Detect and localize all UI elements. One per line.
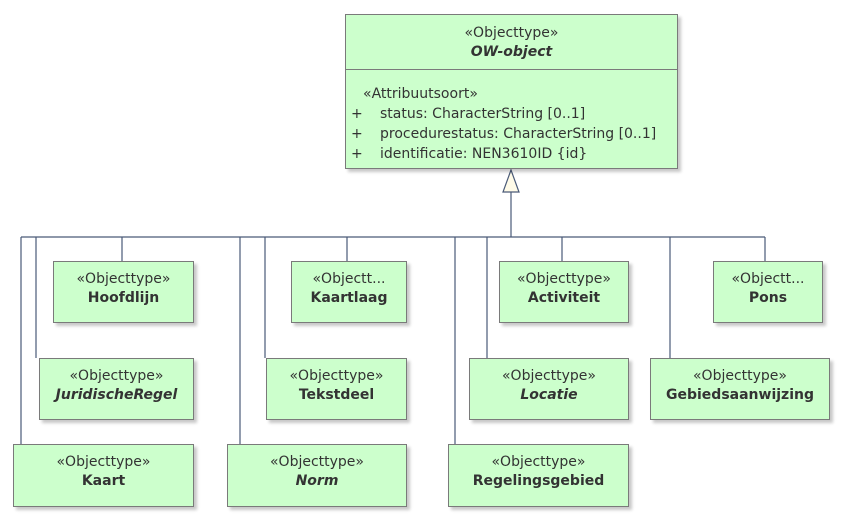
stereotype-label: «Objecttype» bbox=[464, 25, 559, 41]
stereotype-label: «Objecttype» bbox=[501, 368, 596, 384]
class-name: JuridischeRegel bbox=[55, 387, 178, 403]
stereotype-label: «Objectt... bbox=[731, 271, 805, 287]
class-tekstdeel[interactable]: «Objecttype» Tekstdeel bbox=[266, 358, 407, 420]
class-name: Kaartlaag bbox=[310, 290, 388, 306]
stereotype-label: «Objecttype» bbox=[69, 368, 164, 384]
class-ow-object[interactable]: «Objecttype» OW-object «Attribuutsoort» … bbox=[345, 14, 678, 169]
class-regelingsgebied[interactable]: «Objecttype» Regelingsgebied bbox=[448, 444, 629, 507]
stereotype-label: «Objecttype» bbox=[491, 454, 586, 470]
attribute-text: status: CharacterString [0..1] bbox=[380, 106, 586, 122]
class-name: OW-object bbox=[470, 44, 553, 60]
attribute-compartment: «Attribuutsoort» + status: CharacterStri… bbox=[346, 70, 677, 164]
class-name: Gebiedsaanwijzing bbox=[666, 387, 814, 403]
attribute-text: identificatie: NEN3610ID {id} bbox=[380, 146, 588, 162]
class-gebiedsaanwijzing[interactable]: «Objecttype» Gebiedsaanwijzing bbox=[650, 358, 830, 420]
stereotype-label: «Objecttype» bbox=[56, 454, 151, 470]
stereotype-label: «Objectt... bbox=[312, 271, 386, 287]
attribute-stereotype: «Attribuutsoort» bbox=[363, 86, 478, 102]
visibility-marker: + bbox=[351, 146, 363, 162]
class-name: Tekstdeel bbox=[298, 387, 375, 403]
class-name: Activiteit bbox=[527, 290, 601, 306]
stereotype-label: «Objecttype» bbox=[289, 368, 384, 384]
class-name: Kaart bbox=[81, 473, 126, 489]
class-kaartlaag[interactable]: «Objectt... Kaartlaag bbox=[291, 261, 407, 323]
class-activiteit[interactable]: «Objecttype» Activiteit bbox=[499, 261, 629, 323]
class-name: Norm bbox=[295, 473, 339, 489]
class-pons[interactable]: «Objectt... Pons bbox=[713, 261, 823, 323]
generalization-lines bbox=[20, 192, 766, 444]
attribute-row: + identificatie: NEN3610ID {id} bbox=[346, 144, 677, 164]
class-kaart[interactable]: «Objecttype» Kaart bbox=[13, 444, 194, 507]
class-header: «Objecttype» OW-object bbox=[346, 15, 677, 70]
visibility-marker: + bbox=[351, 126, 363, 142]
attribute-row: + status: CharacterString [0..1] bbox=[346, 104, 677, 124]
class-name: Locatie bbox=[520, 387, 578, 403]
class-hoofdlijn[interactable]: «Objecttype» Hoofdlijn bbox=[53, 261, 194, 323]
class-juridischeregel[interactable]: «Objecttype» JuridischeRegel bbox=[39, 358, 194, 420]
attribute-row: + procedurestatus: CharacterString [0..1… bbox=[346, 124, 677, 144]
class-name: Hoofdlijn bbox=[87, 290, 160, 306]
stereotype-label: «Objecttype» bbox=[76, 271, 171, 287]
class-norm[interactable]: «Objecttype» Norm bbox=[227, 444, 407, 507]
class-name: Pons bbox=[748, 290, 788, 306]
class-locatie[interactable]: «Objecttype» Locatie bbox=[469, 358, 629, 420]
generalization-arrowhead bbox=[502, 168, 520, 193]
visibility-marker: + bbox=[351, 106, 363, 122]
attribute-text: procedurestatus: CharacterString [0..1] bbox=[380, 126, 657, 142]
stereotype-label: «Objecttype» bbox=[692, 368, 787, 384]
class-name: Regelingsgebied bbox=[472, 473, 605, 489]
stereotype-label: «Objecttype» bbox=[516, 271, 611, 287]
stereotype-label: «Objecttype» bbox=[269, 454, 364, 470]
